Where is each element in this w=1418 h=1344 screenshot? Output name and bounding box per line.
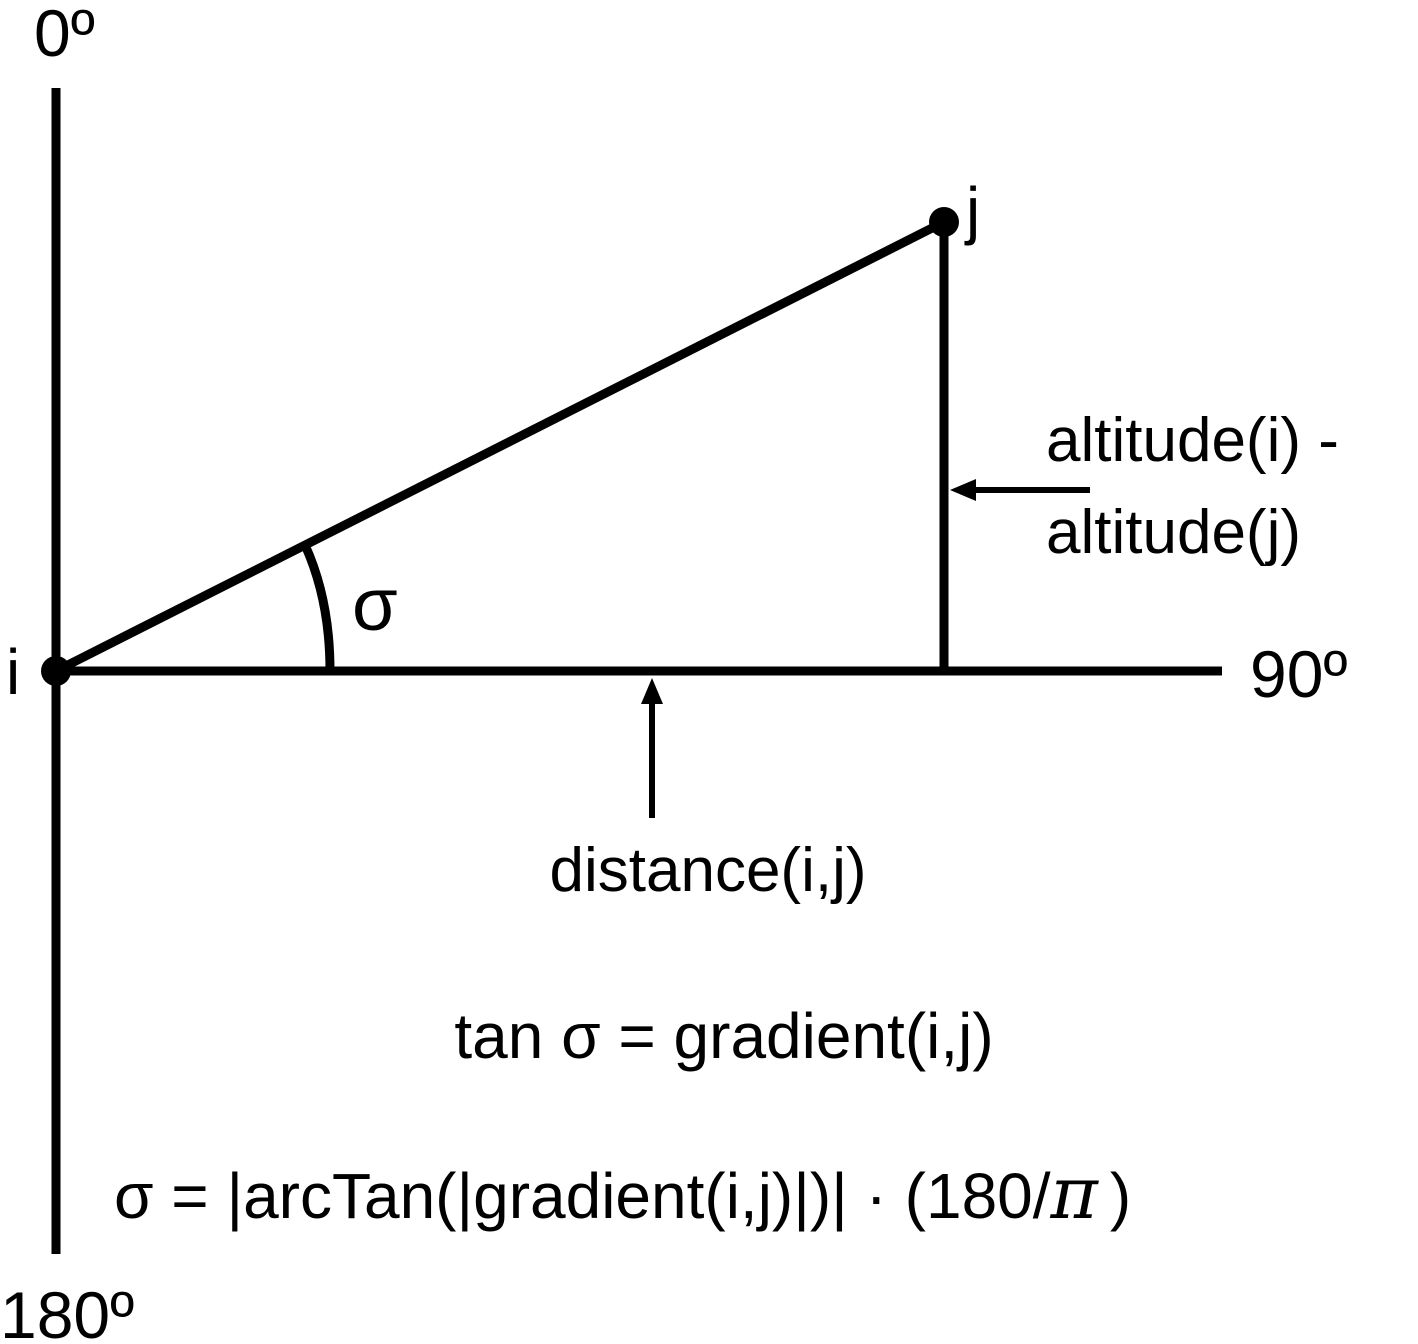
- pi-symbol: π: [1050, 1151, 1100, 1235]
- angle-bottom-label: 180º: [0, 1278, 134, 1344]
- altitude-arrow: [950, 479, 1090, 501]
- angle-symbol-label: σ: [352, 563, 398, 646]
- sigma-formula-main: σ = |arcTan(|gradient(i,j)|)| · (180/: [114, 1160, 1051, 1232]
- angle-right-label: 90º: [1250, 637, 1348, 711]
- point-i-label: i: [6, 636, 20, 708]
- point-j-dot: [929, 207, 959, 237]
- point-j-label: j: [964, 174, 980, 246]
- distance-label: distance(i,j): [550, 836, 867, 905]
- angle-top-label: 0º: [34, 0, 95, 70]
- sigma-formula-close: ): [1110, 1160, 1131, 1232]
- distance-arrow: [641, 678, 663, 818]
- sigma-formula: σ = |arcTan(|gradient(i,j)|)| · (180/π): [114, 1151, 1131, 1235]
- hypotenuse-line: [53, 217, 947, 676]
- angle-arc: [300, 543, 335, 672]
- tan-formula: tan σ = gradient(i,j): [454, 1000, 993, 1072]
- altitude-label-line1: altitude(i) -: [1046, 406, 1339, 475]
- altitude-label-line2: altitude(j): [1046, 498, 1301, 567]
- point-i-dot: [41, 656, 71, 686]
